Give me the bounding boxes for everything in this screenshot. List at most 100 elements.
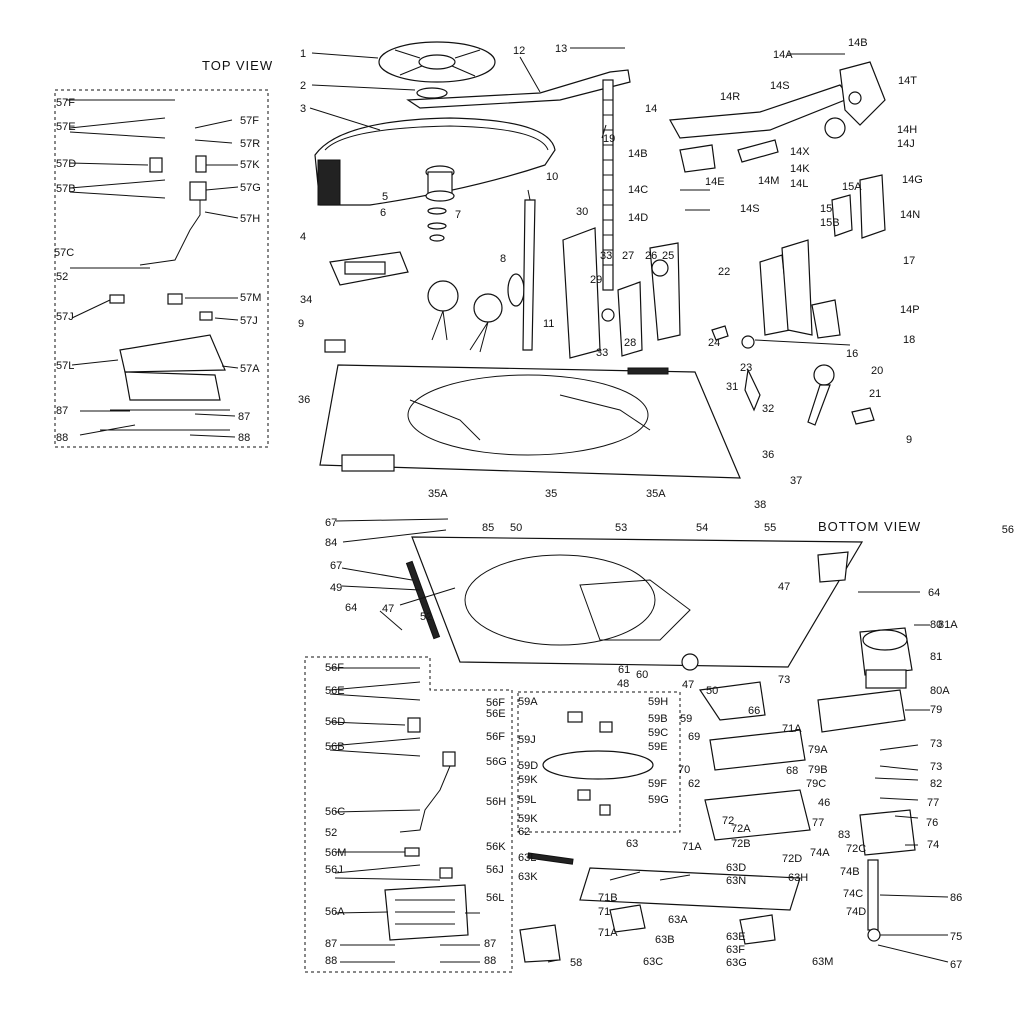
callout-56e: 56E bbox=[486, 708, 506, 720]
callout-59l: 59L bbox=[518, 794, 536, 806]
callout-81: 81 bbox=[930, 651, 942, 663]
callout-87: 87 bbox=[325, 938, 337, 950]
callout-9: 9 bbox=[298, 318, 304, 330]
callout-85: 85 bbox=[482, 522, 494, 534]
callout-35: 35 bbox=[545, 488, 557, 500]
callout-56: 56 bbox=[1002, 524, 1014, 536]
callout-46: 46 bbox=[818, 797, 830, 809]
callout-6: 6 bbox=[380, 207, 386, 219]
callout-74b: 74B bbox=[840, 866, 860, 878]
top-base-plate bbox=[319, 364, 741, 479]
callout-14b: 14B bbox=[848, 37, 868, 49]
callout-15: 15 bbox=[820, 203, 832, 215]
top-inset-parts bbox=[100, 155, 230, 431]
callout-26: 26 bbox=[645, 250, 657, 262]
callout-14: 14 bbox=[645, 103, 657, 115]
callout-34: 34 bbox=[300, 294, 312, 306]
callout-50: 50 bbox=[510, 522, 522, 534]
callout-56f: 56F bbox=[486, 697, 505, 709]
callout-67: 67 bbox=[325, 517, 337, 529]
callout-59f: 59F bbox=[648, 778, 667, 790]
top-view-parts bbox=[314, 41, 886, 479]
callout-56a: 56A bbox=[325, 906, 345, 918]
callout-76: 76 bbox=[926, 817, 938, 829]
callout-56g: 56G bbox=[486, 756, 507, 768]
callout-47: 47 bbox=[682, 679, 694, 691]
callout-57r: 57R bbox=[240, 138, 260, 150]
callout-67: 67 bbox=[330, 560, 342, 572]
callout-63n: 63N bbox=[726, 875, 746, 887]
callout-72b: 72B bbox=[731, 838, 751, 850]
callout-14t: 14T bbox=[898, 75, 917, 87]
callout-14l: 14L bbox=[790, 178, 808, 190]
callout-14d: 14D bbox=[628, 212, 648, 224]
clip-right bbox=[851, 407, 875, 425]
slide-bar bbox=[579, 867, 801, 911]
callout-14b: 14B bbox=[628, 148, 648, 160]
callout-38: 38 bbox=[754, 499, 766, 511]
callout-63b: 63B bbox=[655, 934, 675, 946]
arm-lift-lever bbox=[669, 84, 851, 139]
bottom-view-changer-inset bbox=[304, 656, 513, 973]
callout-63k: 63K bbox=[518, 871, 538, 883]
gear-assembly-parts bbox=[542, 711, 654, 816]
control-knob bbox=[427, 280, 459, 312]
gear-assembly-inset bbox=[517, 691, 681, 833]
callout-56h: 56H bbox=[486, 796, 506, 808]
callout-35a: 35A bbox=[428, 488, 448, 500]
callout-63: 63 bbox=[626, 838, 638, 850]
callout-56k: 56K bbox=[486, 841, 506, 853]
callout-25: 25 bbox=[662, 250, 674, 262]
callout-52: 52 bbox=[325, 827, 337, 839]
callout-49: 49 bbox=[330, 582, 342, 594]
callout-56f: 56F bbox=[486, 731, 505, 743]
callout-75: 75 bbox=[950, 931, 962, 943]
callout-33: 33 bbox=[600, 250, 612, 262]
callout-22: 22 bbox=[718, 266, 730, 278]
callout-71a: 71A bbox=[682, 841, 702, 853]
callout-82: 82 bbox=[930, 778, 942, 790]
callout-57d: 57D bbox=[56, 158, 76, 170]
callout-14m: 14M bbox=[758, 175, 779, 187]
callout-17: 17 bbox=[903, 255, 915, 267]
callout-73: 73 bbox=[778, 674, 790, 686]
callout-14j: 14J bbox=[897, 138, 915, 150]
callout-14r: 14R bbox=[720, 91, 740, 103]
callout-14s: 14S bbox=[740, 203, 760, 215]
callout-15b: 15B bbox=[820, 217, 840, 229]
callout-64: 64 bbox=[345, 602, 357, 614]
callout-80a: 80A bbox=[930, 685, 950, 697]
callout-59a: 59A bbox=[518, 696, 538, 708]
callout-72c: 72C bbox=[846, 843, 866, 855]
callout-59b: 59B bbox=[648, 713, 668, 725]
callout-57h: 57H bbox=[240, 213, 260, 225]
callout-9: 9 bbox=[906, 434, 912, 446]
callout-63a: 63A bbox=[668, 914, 688, 926]
callout-50: 50 bbox=[706, 685, 718, 697]
callout-83: 83 bbox=[838, 829, 850, 841]
callout-63f: 63F bbox=[726, 944, 745, 956]
callout-63h: 63H bbox=[788, 872, 808, 884]
post-right bbox=[811, 299, 841, 339]
callout-20: 20 bbox=[871, 365, 883, 377]
callout-56b: 56B bbox=[325, 741, 345, 753]
callout-56m: 56M bbox=[325, 847, 346, 859]
spindle-post bbox=[602, 79, 614, 291]
callout-57j: 57J bbox=[240, 315, 258, 327]
callout-52: 52 bbox=[420, 611, 432, 623]
callout-63d: 63D bbox=[726, 862, 746, 874]
callout-80: 80 bbox=[930, 619, 942, 631]
callout-13: 13 bbox=[555, 43, 567, 55]
callout-88: 88 bbox=[238, 432, 250, 444]
callout-59c: 59C bbox=[648, 727, 668, 739]
bottom-base-plate bbox=[411, 536, 864, 668]
callout-28: 28 bbox=[624, 337, 636, 349]
callout-14s: 14S bbox=[770, 80, 790, 92]
callout-16: 16 bbox=[846, 348, 858, 360]
callout-24: 24 bbox=[708, 337, 720, 349]
tone-arm bbox=[406, 69, 631, 109]
callout-35a: 35A bbox=[646, 488, 666, 500]
top-inset-mechanism bbox=[119, 334, 226, 373]
callout-63g: 63G bbox=[726, 957, 747, 969]
callout-58: 58 bbox=[570, 957, 582, 969]
